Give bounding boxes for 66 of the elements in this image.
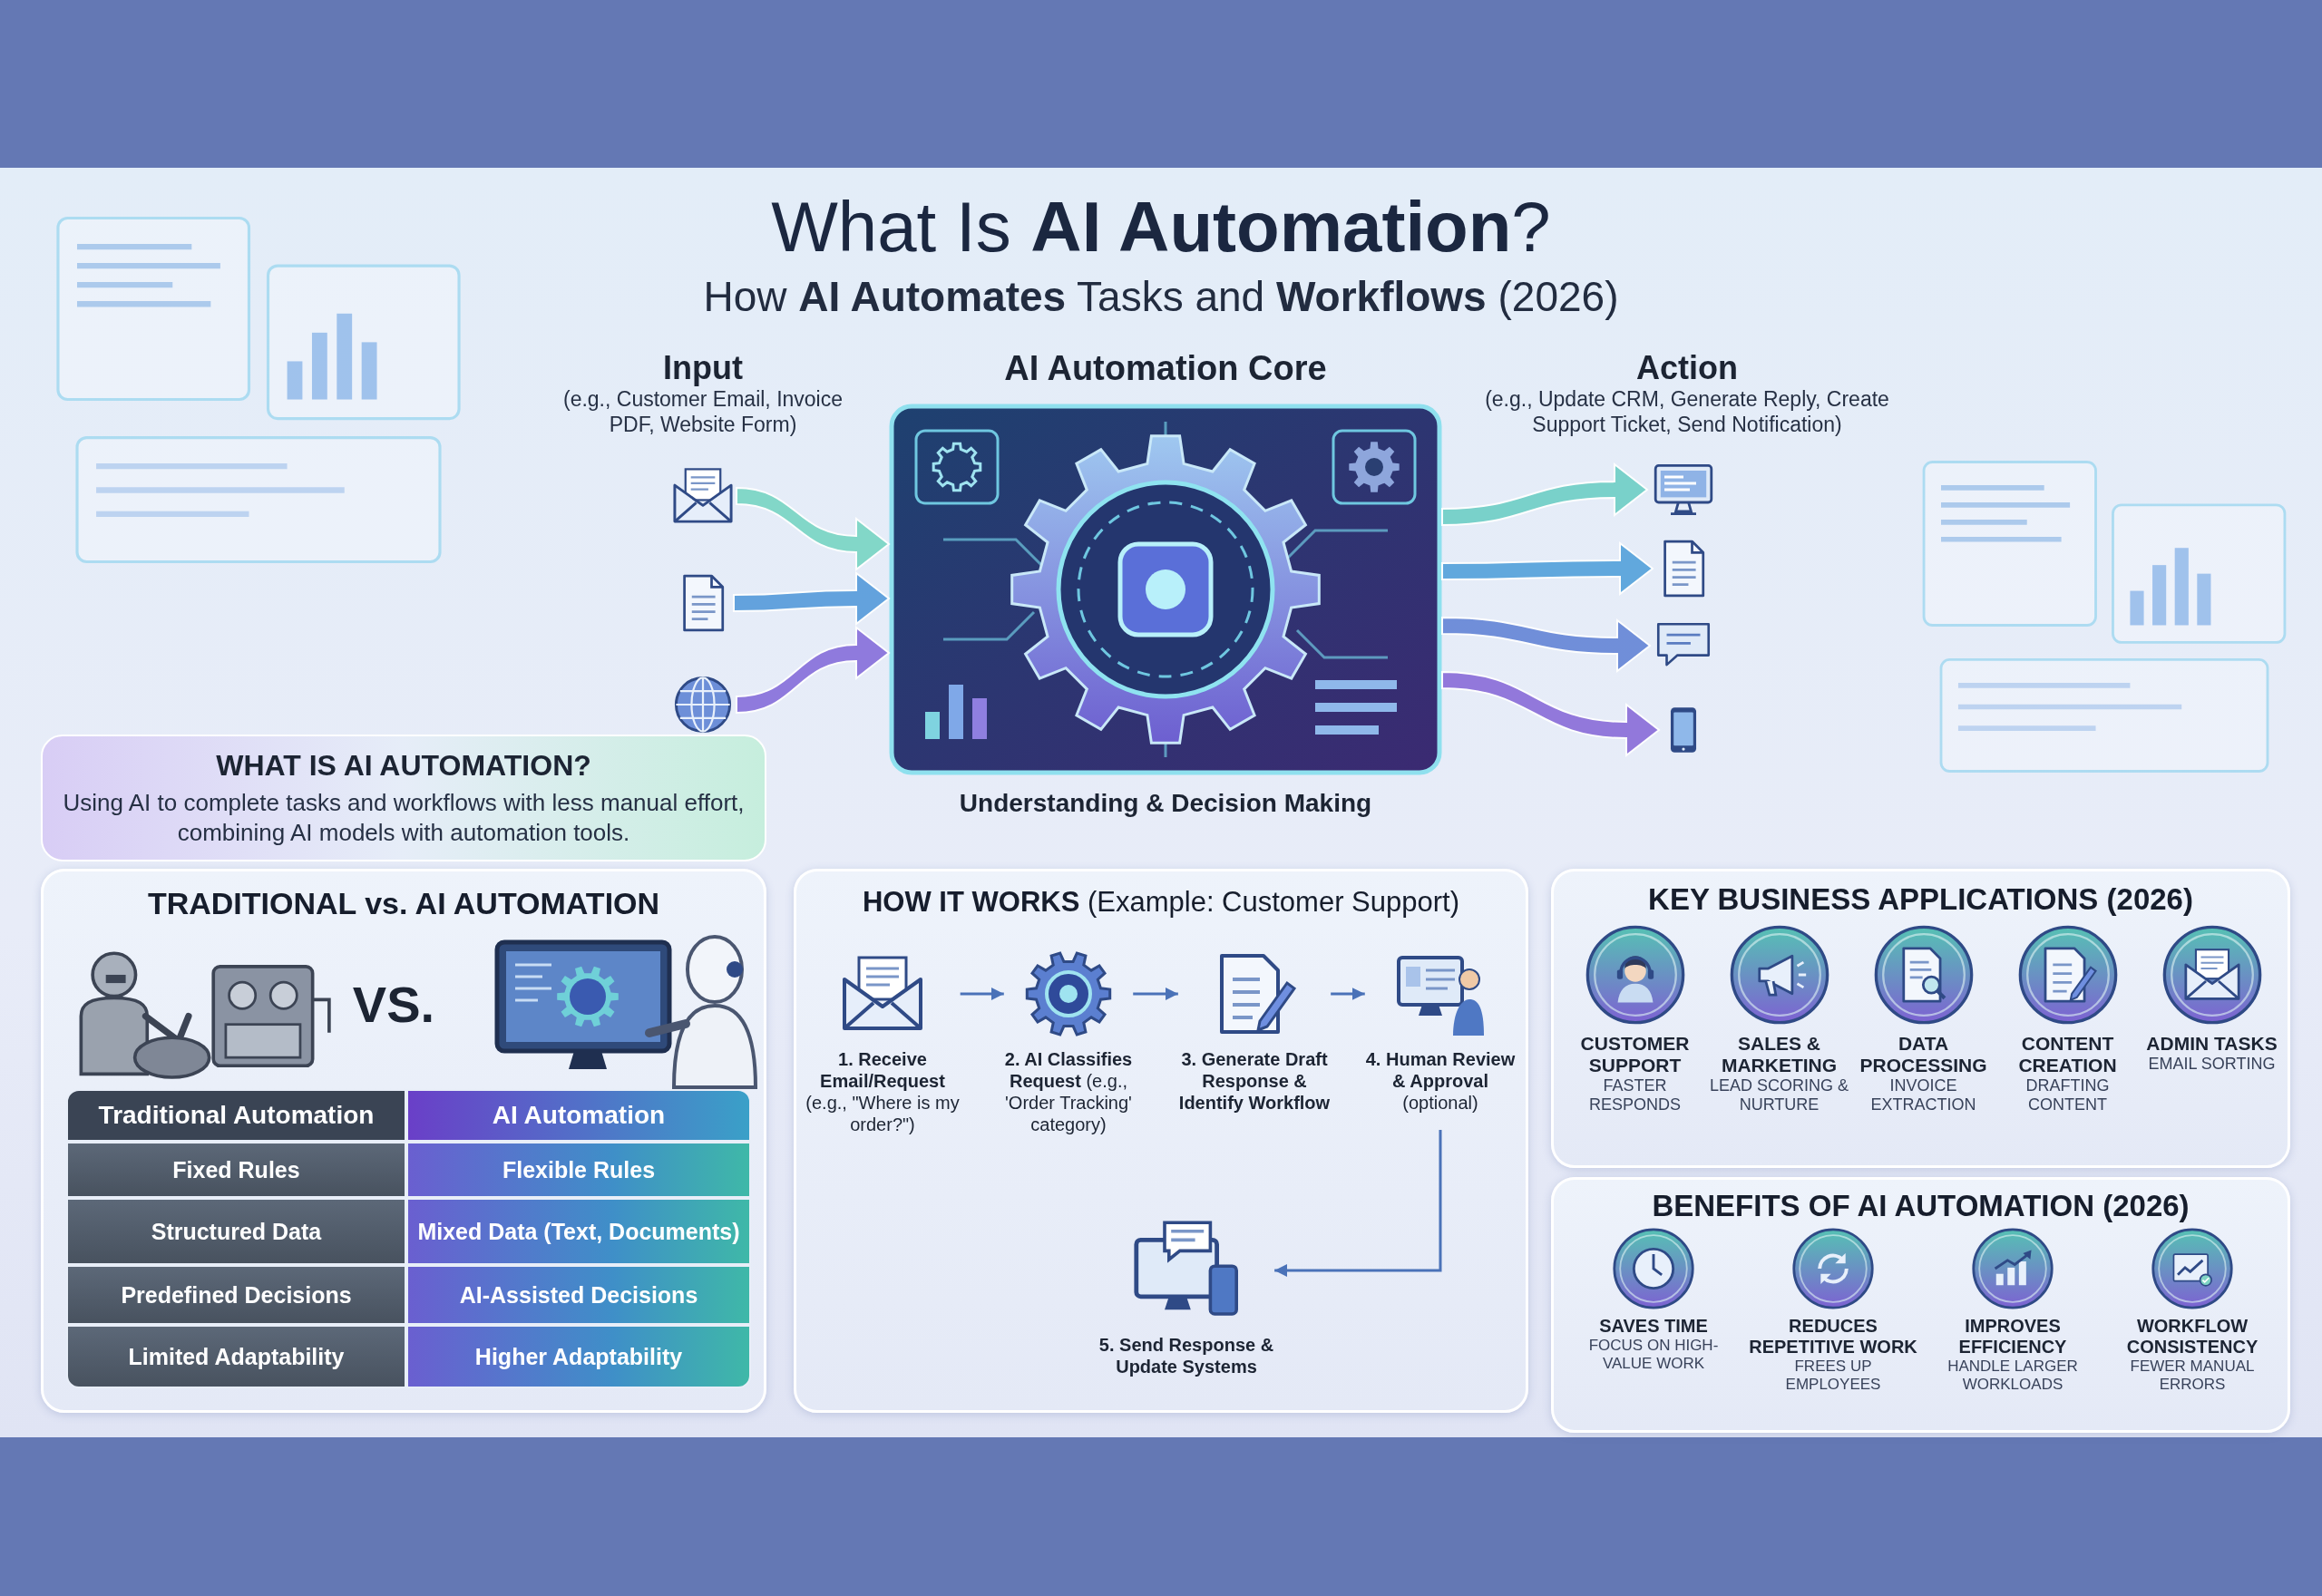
item-title: ADMIN TASKS [2145, 1032, 2278, 1056]
title: What Is AI Automation? [770, 186, 1552, 268]
item-description: FREES UP EMPLOYEES [1784, 1358, 1882, 1394]
item-title: SAVES TIME [1598, 1315, 1709, 1337]
item-title: CONTENT CREATION [2017, 1032, 2118, 1077]
item-title: IMPROVES EFFICIENCY [1957, 1315, 2068, 1358]
arrow [1133, 988, 1178, 1000]
panel-heading: KEY BUSINESS APPLICATIONS (2026) [1647, 881, 2194, 917]
item-title: WORKFLOW CONSISTENCY [2125, 1315, 2259, 1358]
arrow [736, 627, 890, 714]
step-example: (e.g., "Where is my order?") [805, 1092, 961, 1135]
item-description: DRAFTING CONTENT [2024, 1076, 2111, 1114]
item-title: SALES & MARKETING [1720, 1032, 1839, 1077]
arrow [733, 572, 890, 625]
arrow [736, 487, 890, 570]
group-description: (e.g., Update CRM, Generate Reply, Create Support Ticket, Send Notification) [1484, 387, 1890, 438]
core-caption: Understanding & Decision Making [958, 788, 1373, 819]
card-heading: WHAT IS AI AUTOMATION? [215, 748, 592, 783]
arrow [1441, 463, 1648, 526]
step-label: 2. AI Classifies Request (e.g., 'Order Tracking' category) [1003, 1048, 1134, 1135]
panel-heading: TRADITIONAL vs. AI AUTOMATION [146, 885, 661, 921]
item-description: FOCUS ON HIGH-VALUE WORK [1587, 1337, 1720, 1373]
item-description: EMAIL SORTING [2147, 1055, 2277, 1074]
step-label: 4. Human Review & Approval [1364, 1048, 1517, 1092]
item-description: INVOICE EXTRACTION [1869, 1076, 1977, 1114]
step-label: 5. Send Response & Update Systems [1098, 1334, 1275, 1377]
item-title: DATA PROCESSING [1859, 1032, 1988, 1077]
table-cell: Fixed Rules [66, 1142, 406, 1198]
panel-heading: BENEFITS OF AI AUTOMATION (2026) [1651, 1188, 2190, 1223]
table-cell: Flexible Rules [406, 1142, 751, 1198]
table-header: AI Automation [406, 1089, 751, 1142]
table-cell: Higher Adaptability [406, 1325, 751, 1388]
step-label: 1. Receive Email/Request [819, 1048, 946, 1092]
arrow [1441, 617, 1651, 672]
arrow [1331, 988, 1365, 1000]
comparison-panel [41, 869, 766, 1413]
group-description: (e.g., Customer Email, Invoice PDF, Website Form) [561, 387, 844, 438]
item-title: CUSTOMER SUPPORT [1579, 1032, 1691, 1077]
definition-card [41, 735, 766, 861]
item-title: REDUCES REPETITIVE WORK [1748, 1315, 1918, 1358]
step-example: (optional) [1401, 1092, 1479, 1114]
core-heading: AI Automation Core [1003, 349, 1328, 389]
table-cell: AI-Assisted Decisions [406, 1265, 751, 1325]
table-cell: Predefined Decisions [66, 1265, 406, 1325]
group-heading: Action [1635, 349, 1739, 387]
item-description: LEAD SCORING & NURTURE [1709, 1076, 1849, 1114]
item-description: FEWER MANUAL ERRORS [2129, 1358, 2256, 1394]
vs-label: VS. [351, 975, 436, 1035]
arrow [1274, 1130, 1442, 1277]
table-cell: Limited Adaptability [66, 1325, 406, 1388]
applications-panel [1551, 869, 2290, 1168]
step-label: 3. Generate Draft Response & Identify Workflow [1177, 1048, 1332, 1114]
subtitle: How AI Automates Tasks and Workflows (2026) [702, 272, 1620, 322]
arrow [1441, 542, 1654, 595]
table-header: Traditional Automation [66, 1089, 406, 1142]
arrow [960, 988, 1004, 1000]
panel-heading: HOW IT WORKS (Example: Customer Support) [862, 885, 1460, 919]
benefits-panel [1551, 1177, 2290, 1433]
item-description: FASTER RESPONDS [1588, 1076, 1682, 1114]
table-cell: Mixed Data (Text, Documents) [406, 1198, 751, 1265]
card-description: Using AI to complete tasks and workflows with less manual effort, combining AI models with automation tools. [62, 788, 746, 847]
arrow [1441, 671, 1660, 756]
process-panel [794, 869, 1528, 1413]
group-heading: Input [662, 349, 744, 387]
item-description: HANDLE LARGER WORKLOADS [1946, 1358, 2079, 1394]
table-cell: Structured Data [66, 1198, 406, 1265]
